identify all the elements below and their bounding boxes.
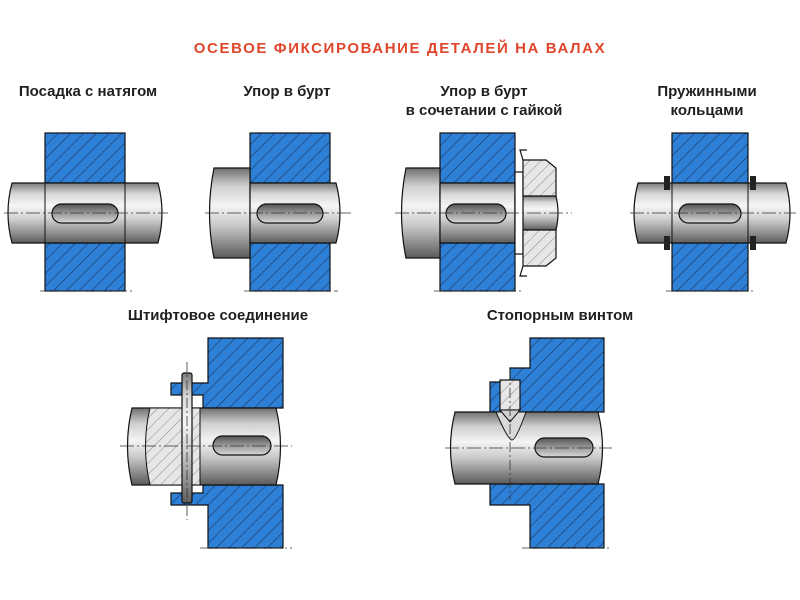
key-slot bbox=[256, 203, 324, 224]
hub-top bbox=[671, 132, 749, 184]
retaining-ring-left bbox=[664, 236, 670, 250]
nut-top bbox=[522, 159, 557, 197]
drawing-set-screw bbox=[445, 337, 612, 549]
nut-bottom bbox=[522, 229, 557, 267]
diagram-title: ОСЕВОЕ ФИКСИРОВАНИЕ ДЕТАЛЕЙ НА ВАЛАХ bbox=[193, 40, 607, 57]
label-set-screw: Стопорным винтом bbox=[486, 307, 634, 324]
label-shoulder-with-nut: Упор в бурт в сочетании с гайкой bbox=[405, 83, 563, 119]
hub-bottom bbox=[249, 242, 331, 292]
hub-bottom bbox=[671, 242, 749, 292]
hub-top bbox=[44, 132, 126, 184]
drawing-shoulder-with-nut bbox=[395, 132, 572, 292]
shaft bbox=[449, 411, 604, 485]
cone-recess bbox=[495, 411, 527, 441]
drawing-interference-fit bbox=[4, 132, 168, 292]
key-slot bbox=[212, 435, 272, 456]
hub-top bbox=[249, 132, 331, 184]
key-slot bbox=[534, 437, 594, 458]
hub-bottom bbox=[44, 242, 126, 292]
key-slot bbox=[51, 203, 119, 224]
drawing-shoulder-stop bbox=[205, 132, 352, 292]
key-slot bbox=[678, 203, 742, 224]
drawing-pin-joint bbox=[120, 337, 292, 549]
hub-body bbox=[170, 337, 284, 409]
retaining-ring-right bbox=[750, 176, 756, 190]
hub-body-lower bbox=[489, 483, 605, 549]
hub-bottom bbox=[439, 242, 516, 292]
hub-top bbox=[439, 132, 516, 184]
label-interference-fit: Посадка с натягом bbox=[18, 83, 158, 100]
label-spring-rings: Пружинными кольцами bbox=[657, 83, 757, 119]
label-pin-joint: Штифтовое соединение bbox=[127, 307, 309, 324]
retaining-ring-right bbox=[750, 236, 756, 250]
drawing-spring-rings bbox=[630, 132, 796, 292]
key-slot bbox=[445, 203, 507, 224]
label-shoulder-stop: Упор в бурт bbox=[243, 83, 331, 100]
retaining-ring-left bbox=[664, 176, 670, 190]
